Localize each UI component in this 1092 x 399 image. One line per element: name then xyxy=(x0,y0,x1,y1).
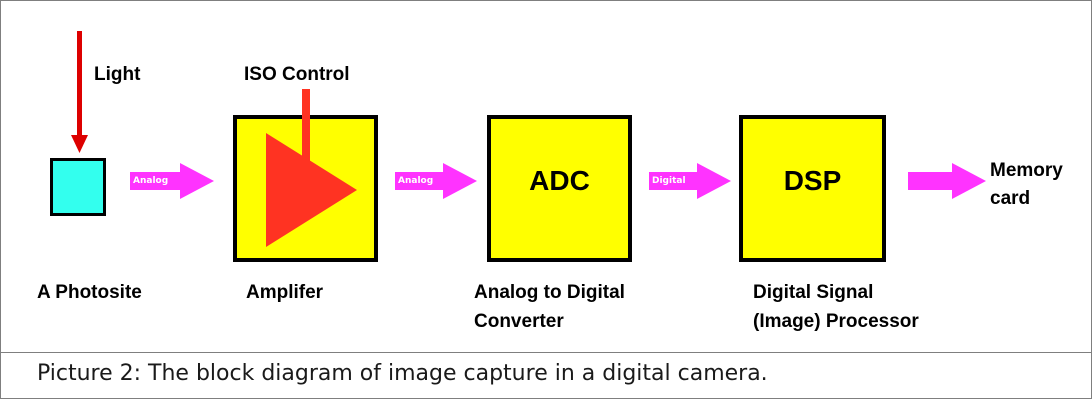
dsp-caption-line2: (Image) Processor xyxy=(753,311,919,332)
adc-caption-line1: Analog to Digital xyxy=(474,282,625,303)
iso-control-arrow xyxy=(302,89,310,161)
photosite-block xyxy=(50,158,106,216)
adc-block-text: ADC xyxy=(529,165,590,196)
dsp-block: DSP xyxy=(739,115,886,262)
dsp-block-text: DSP xyxy=(783,165,842,196)
figure-caption: Picture 2: The block diagram of image ca… xyxy=(37,361,768,386)
signal-label-analog-1: Analog xyxy=(133,176,169,186)
adc-caption-line2: Converter xyxy=(474,311,564,332)
memory-card-label-line2: card xyxy=(990,188,1031,209)
iso-control-label: ISO Control xyxy=(244,64,350,85)
light-arrow xyxy=(71,31,88,153)
signal-arrow-dsp-to-memory-card xyxy=(908,163,986,199)
signal-arrow-photosite-to-amplifier: Analog xyxy=(130,163,214,199)
memory-card-label-line1: Memory xyxy=(990,160,1063,181)
dsp-caption-line1: Digital Signal xyxy=(753,282,874,303)
diagram-overlay xyxy=(71,31,357,247)
signal-label-digital: Digital xyxy=(652,176,686,186)
caption-divider xyxy=(1,352,1091,353)
signal-arrow-adc-to-dsp: Digital xyxy=(649,163,731,199)
adc-block: ADC xyxy=(487,115,632,262)
amplifier-caption: Amplifer xyxy=(246,282,324,303)
signal-label-analog-2: Analog xyxy=(398,176,434,186)
light-label: Light xyxy=(94,64,141,85)
amplifier-triangle-icon xyxy=(266,133,357,247)
photosite-caption: A Photosite xyxy=(37,282,142,303)
signal-arrow-amplifier-to-adc: Analog xyxy=(395,163,477,199)
